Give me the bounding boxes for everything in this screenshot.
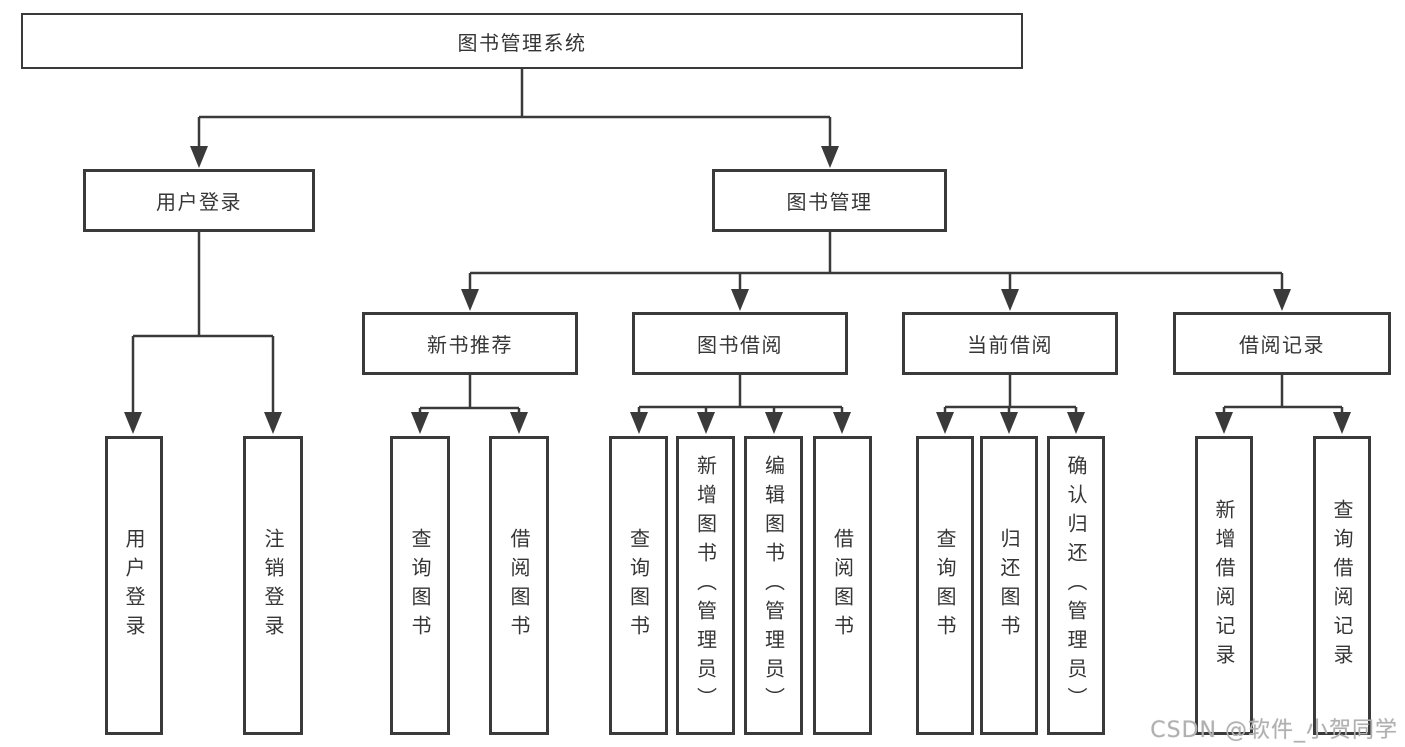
node-edit-books-admin: 编辑图书（管理员） <box>744 436 803 735</box>
node-library-system: 图书管理系统 <box>21 13 1023 69</box>
node-book-borrow: 图书借阅 <box>632 312 848 375</box>
node-borrow-books-leaf: 借阅图书 <box>813 436 872 735</box>
arrowheads <box>124 146 1351 434</box>
connector-user-login <box>131 232 275 416</box>
connector-current-borrow <box>943 375 1078 416</box>
node-user-login-leaf: 用户登录 <box>105 436 163 735</box>
node-current-borrow: 当前借阅 <box>902 312 1118 375</box>
node-logout-leaf: 注销登录 <box>243 436 303 735</box>
node-return-books: 归还图书 <box>980 436 1038 735</box>
node-book-management: 图书管理 <box>712 169 947 232</box>
connector-borrow-records <box>1222 375 1344 416</box>
node-query-books-borrow: 查询图书 <box>609 436 668 735</box>
node-new-book-recommend: 新书推荐 <box>362 312 578 375</box>
node-query-borrow-record: 查询借阅记录 <box>1313 436 1371 735</box>
watermark: CSDN @软件_小贺同学 <box>1150 718 1398 743</box>
node-query-books-current: 查询图书 <box>916 436 974 735</box>
connector-book-management <box>468 232 1284 293</box>
node-query-books-recommend: 查询图书 <box>390 436 450 735</box>
node-confirm-return-admin: 确认归还（管理员） <box>1047 436 1105 735</box>
node-add-books-admin: 新增图书（管理员） <box>676 436 735 735</box>
node-add-borrow-record: 新增借阅记录 <box>1195 436 1253 735</box>
connector-book-borrow <box>637 375 844 416</box>
node-borrow-books-recommend: 借阅图书 <box>489 436 549 735</box>
connector-new-book <box>418 375 521 416</box>
node-borrow-records: 借阅记录 <box>1173 312 1391 375</box>
connector-root <box>197 69 832 150</box>
node-user-login: 用户登录 <box>83 169 315 232</box>
